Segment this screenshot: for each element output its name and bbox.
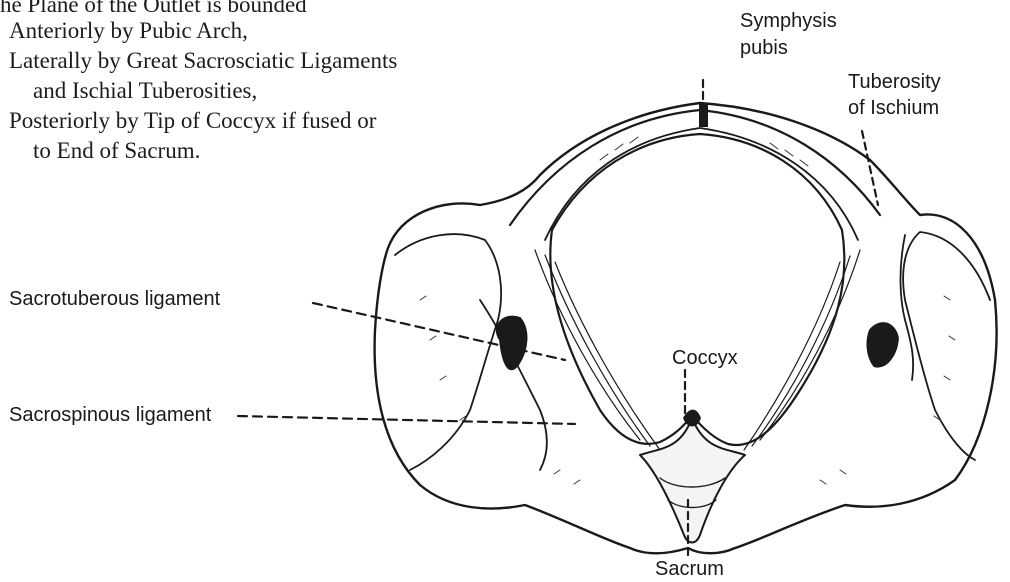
right-sciatic-notch [867, 323, 898, 367]
outlet-opening [550, 134, 844, 445]
right-iliac-wing [903, 232, 990, 460]
sacrospinous-leader [238, 416, 575, 424]
left-sacrotuberous-fibers [535, 250, 660, 450]
label-sacrotuberous-ligament: Sacrotuberous ligament [9, 287, 220, 311]
label-symphysis-line2: pubis [740, 36, 788, 60]
coccyx [684, 411, 700, 426]
label-symphysis-line1: Symphysis [740, 9, 837, 33]
sacrotuberous-leader [313, 303, 565, 360]
symphysis-pubis [699, 103, 708, 127]
label-tuberosity-line1: Tuberosity [848, 70, 941, 94]
left-iliac-wing [395, 234, 501, 470]
sacrum [640, 418, 745, 543]
label-tuberosity-line2: of Ischium [848, 96, 939, 120]
label-sacrospinous-ligament: Sacrospinous ligament [9, 403, 211, 427]
label-coccyx: Coccyx [672, 346, 738, 370]
left-sciatic-notch [497, 317, 527, 370]
label-sacrum: Sacrum [655, 557, 724, 581]
